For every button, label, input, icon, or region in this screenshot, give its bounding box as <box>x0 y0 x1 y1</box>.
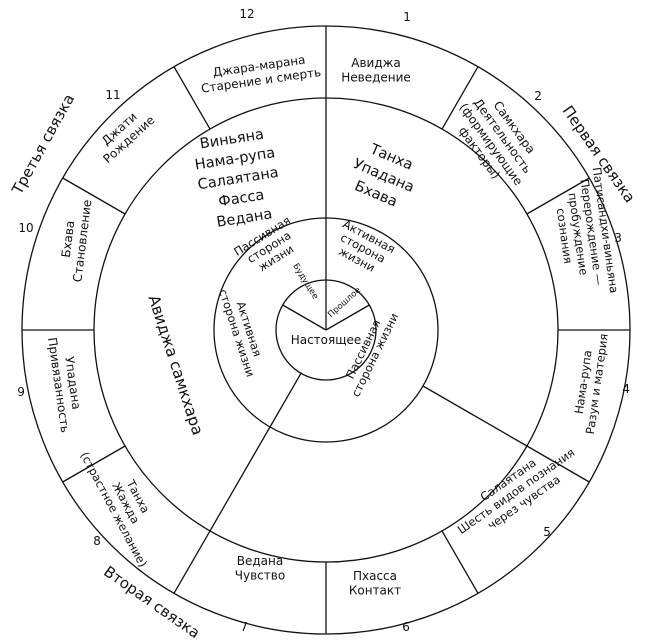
center-label: Настоящее <box>291 333 362 347</box>
outer-divider <box>173 530 211 594</box>
middle-divider <box>422 385 528 447</box>
inner-divider <box>269 372 302 428</box>
outer-sector-12-label: Джара-маранаСтарение и смерть <box>198 51 322 96</box>
passive-side-bottom-label: Пассивнаясторона жизни <box>337 305 401 399</box>
wheel-labels: НастоящееПрошлоеБудущееАктивнаясторонажи… <box>8 7 639 642</box>
third-link-label: Третья связка <box>8 91 78 198</box>
second-link-label: Вторая связка <box>100 562 203 642</box>
center-spoke <box>282 304 327 331</box>
outer-sector-5-number: 5 <box>543 525 551 539</box>
outer-sector-12-number: 12 <box>239 7 254 21</box>
middle-group-upper-left: ВиньянаНама-рупаСалаятанаФассаВедана <box>190 125 286 233</box>
middle-divider <box>209 426 271 532</box>
outer-divider <box>441 66 479 130</box>
outer-divider <box>173 66 211 130</box>
active-side-top-label: Активнаясторонажизни <box>328 217 397 279</box>
outer-sector-11-label: ДжатиРождение <box>91 102 158 166</box>
outer-sector-8-label: ТанхаЖажда(страстное желание) <box>77 436 174 569</box>
outer-sector-4-number: 4 <box>622 382 630 396</box>
outer-sector-1-number: 1 <box>403 10 411 24</box>
outer-divider <box>62 177 126 215</box>
active-side-left-label: Активнаясторона жизни <box>216 283 270 378</box>
outer-divider <box>526 177 590 215</box>
outer-sector-3-number: 3 <box>614 231 622 245</box>
middle-group-left: Авиджа самкхара <box>144 293 206 437</box>
outer-divider <box>526 445 590 483</box>
outer-sector-6-number: 6 <box>402 620 410 634</box>
center-spoke <box>325 304 370 331</box>
outer-sector-8-number: 8 <box>93 534 101 548</box>
outer-sector-9-label: УпаданаПривязанность <box>45 334 87 433</box>
outer-sector-11-number: 11 <box>105 88 120 102</box>
outer-sector-9-number: 9 <box>17 385 25 399</box>
outer-sector-3-label: Патисандхи-виньянаПерерождение —пробужде… <box>549 166 622 300</box>
outer-divider <box>441 530 479 594</box>
wheel-lines <box>21 25 631 635</box>
outer-sector-10-number: 10 <box>18 221 33 235</box>
middle-group-upper-right: ТанхаУпаданаБхава <box>343 138 424 215</box>
past-label: Прошлое <box>326 285 363 320</box>
outer-sector-10-label: БхаваСтановление <box>56 197 94 283</box>
outer-sector-5-label: СалаятанаШесть видов познаниячерез чувст… <box>447 434 585 548</box>
outer-divider <box>62 445 126 483</box>
outer-sector-2-number: 2 <box>534 89 542 103</box>
outer-sector-7-number: 7 <box>240 620 248 634</box>
outer-sector-4-label: Нама-рупаРазум и материя <box>569 331 611 435</box>
